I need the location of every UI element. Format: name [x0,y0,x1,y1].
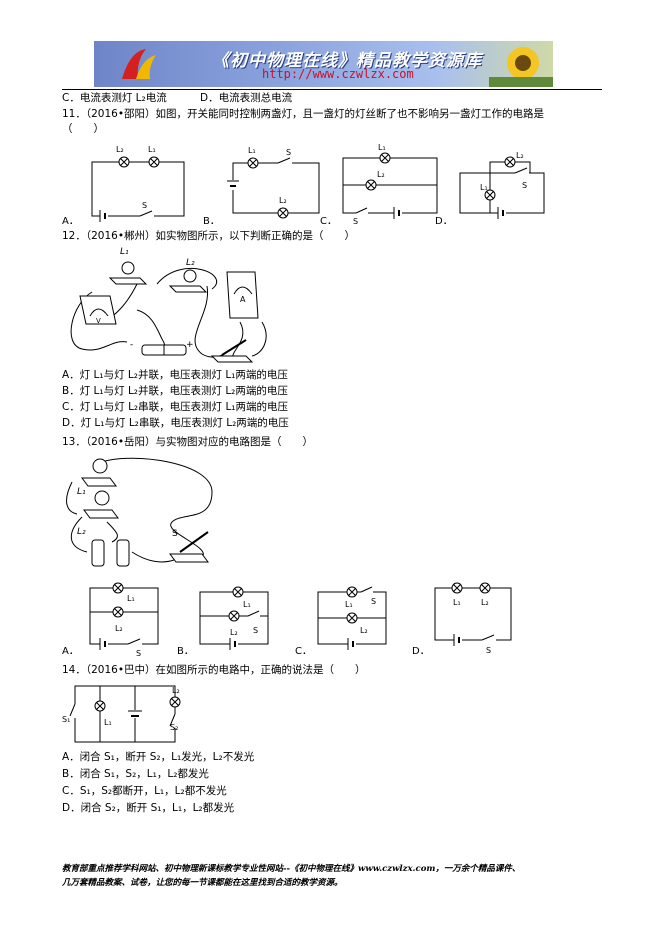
q13-s-label: S [172,529,178,539]
q12-v-label: V [96,317,101,325]
q11-circuits: L₂ L₁ S A． L₁ S L₂ B． L₁ L₂ S C． L₂ [62,143,545,227]
q13d-l1-label: L₁ [453,598,461,607]
q13d-l2-label: L₂ [481,598,489,607]
q12-plus-label: + [186,340,194,350]
q11b-s-label: S [286,148,291,157]
q13-circuit-b: L₁ L₂ S B． [177,586,269,657]
q11-stem-line2: （ ） [62,123,104,135]
q11d-s-label: S [522,181,527,190]
q13-switch-icon [169,553,209,563]
q13d-s-label: S [486,646,491,655]
logo-icon [122,49,156,79]
q14-option-c: C．S₁，S₂都断开，L₁，L₂都不发光 [62,785,227,797]
q12-option-d: D．灯 L₁与灯 L₂串联，电压表测灯 L₂两端的电压 [62,417,289,429]
banner-title: 《初中物理在线》精品教学资源库 [212,51,482,71]
q11-circuit-d: L₂ L₁ S D． [435,151,545,227]
q11-label-d: D． [435,216,453,227]
q14-s2-label: S₂ [170,723,178,732]
q14-l1-label: L₁ [104,718,112,727]
q13c-l2-label: L₂ [360,626,368,635]
q14-option-a: A．闭合 S₁，断开 S₂，L₁发光，L₂不发光 [62,751,255,763]
q13b-l2-label: L₂ [230,628,238,637]
q11a-l2-label: L₂ [116,145,124,154]
q12-ammeter-icon [226,271,259,319]
q12-option-a: A．灯 L₁与灯 L₂并联，电压表测灯 L₁两端的电压 [62,369,288,381]
q13-battery-1-icon [91,539,105,567]
q12-option-c: C．灯 L₁与灯 L₂串联，电压表测灯 L₁两端的电压 [62,401,289,413]
banner-url[interactable]: http://www.czwlzx.com [262,67,414,81]
q11b-l1-label: L₁ [248,146,256,155]
q13-physical-circuit: L₁ L₂ S [66,457,213,567]
q11c-l2-label: L₂ [377,170,385,179]
q12-switch-icon [210,355,254,363]
q11-label-b: B． [203,216,220,227]
q14-option-d: D．闭合 S₂，断开 S₁，L₁，L₂都发光 [62,802,235,814]
q13-label-b: B． [177,646,194,657]
q13-label-a: A． [62,646,79,657]
q13-battery-2-icon [116,539,130,567]
q12-minus-label: - [130,340,133,350]
q12-voltmeter-icon [79,295,117,325]
q12-physical-circuit: L₁ L₂ V A - + [70,247,267,363]
q12-option-b: B．灯 L₁与灯 L₂并联，电压表测灯 L₂两端的电压 [62,385,288,397]
q11a-l1-label: L₁ [148,145,156,154]
q14-option-b: B．闭合 S₁，S₂，L₁，L₂都发光 [62,768,209,780]
q12-l1-label: L₁ [120,247,129,257]
q13c-s-label: S [371,597,376,606]
q13-l2-label: L₂ [77,527,86,537]
header-rule [62,89,602,90]
q13a-l2-label: L₂ [115,624,123,633]
q12-a-label: A [240,295,246,304]
q13a-s-label: S [136,649,141,658]
footer: 教育部重点推荐学科网站、初中物理新课标教学专业性网站--《初中物理在线》www.… [62,862,602,890]
header-banner: 《初中物理在线》精品教学资源库 http://www.czwlzx.com [94,41,553,87]
q13b-l1-label: L₁ [243,600,251,609]
q13c-l1-label: L₁ [345,600,353,609]
footer-line-2: 几万套精品教案、试卷，让您的每一节课都能在这里找到合适的教学资源。 [62,878,343,888]
q13a-l1-label: L₁ [127,594,135,603]
q11d-l1-label: L₁ [480,183,488,192]
q13-bulb-l2-icon [94,490,110,506]
q13b-s-label: S [253,626,258,635]
q13-circuit-a: L₁ L₂ S A． [62,582,159,658]
q14-stem: 14．（2016•巴中）在如图所示的电路中，正确的说法是（ ） [62,664,366,676]
q11d-l2-label: L₂ [516,151,524,160]
q14-s1-label: S₁ [62,715,70,724]
q10-option-d: D．电流表测总电流 [200,92,293,104]
q13-label-c: C． [295,646,312,657]
q11c-l1-label: L₁ [378,143,386,152]
q12-bulb-l1-icon [121,261,135,275]
q11-label-c: C． [320,216,337,227]
q14-l2-label: L₂ [172,686,180,695]
q11b-l2-label: L₂ [279,196,287,205]
q13-bulb-l1-icon [92,458,108,474]
q10-option-c: C．电流表测灯 L₂电流 [62,92,167,104]
q13-stem: 13．（2016•岳阳）与实物图对应的电路图是（ ） [62,436,314,448]
q13-l1-label: L₁ [77,487,86,497]
q11-label-a: A． [62,216,79,227]
q14-circuit: S₁ L₁ L₂ S₂ [62,685,181,743]
q11c-s-label: S [353,217,358,226]
q13-circuit-c: L₁ S L₂ C． [295,586,387,657]
q11-stem-line1: 11．（2016•邵阳）如图，开关能同时控制两盏灯，且一盏灯的灯丝断了也不影响另… [62,108,545,120]
q13-circuit-d: L₁ L₂ S D． [412,582,512,657]
q11-circuit-c: L₁ L₂ S C． [320,143,438,227]
q11-circuit-b: L₁ S L₂ B． [203,146,320,227]
q11-circuit-a: L₂ L₁ S A． [62,145,185,227]
q11a-s-label: S [142,201,147,210]
q13-label-d: D． [412,646,430,657]
q12-bulb-l2-icon [183,269,197,283]
footer-line-1: 教育部重点推荐学科网站、初中物理新课标教学专业性网站--《初中物理在线》www.… [62,864,521,874]
q13-option-circuits: L₁ L₂ S A． L₁ L₂ S B． L₁ S L₂ C． L₁ [62,582,512,658]
q12-l2-label: L₂ [186,258,195,268]
q12-stem: 12．（2016•郴州）如实物图所示，以下判断正确的是（ ） [62,230,356,242]
sunflower-icon [489,47,553,87]
